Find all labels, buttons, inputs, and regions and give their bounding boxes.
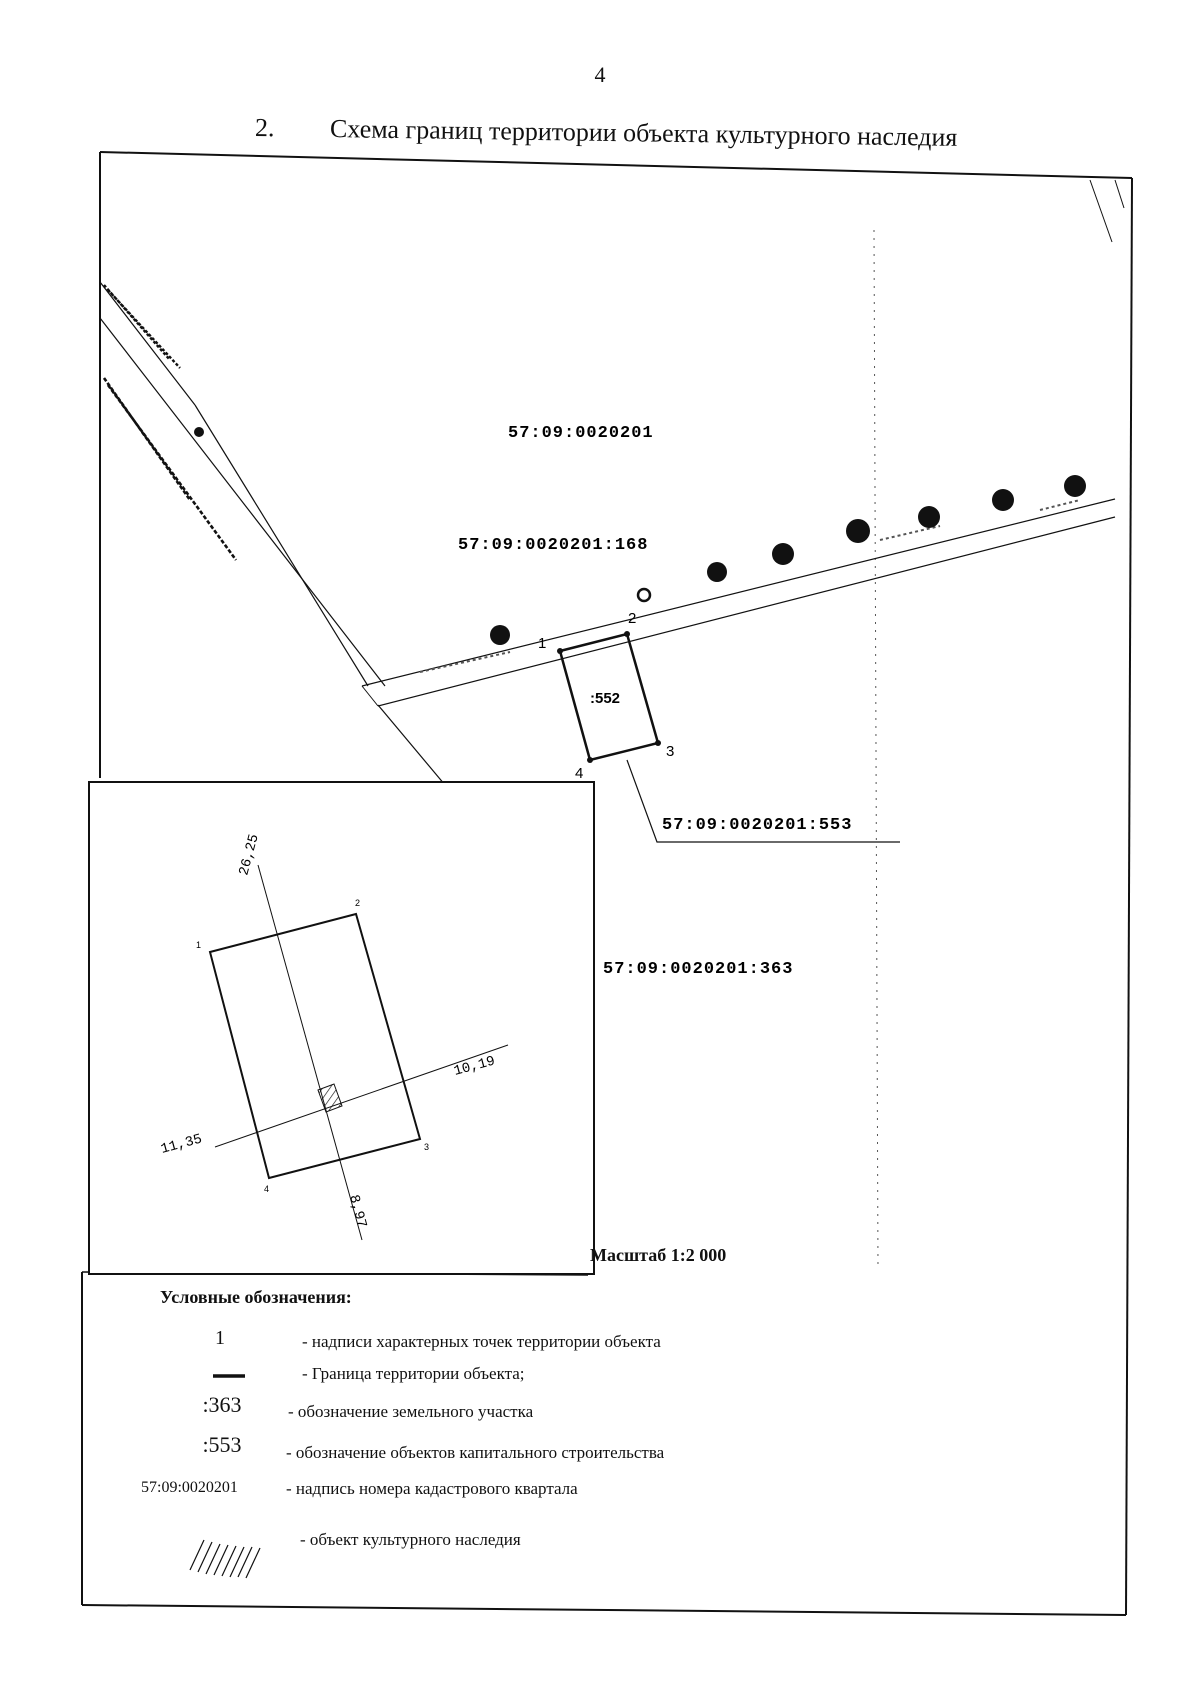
map-point-label: 2 [628, 610, 636, 627]
parcel-363-label: 57:09:0020201:363 [603, 960, 793, 979]
cadastral-quarter-label: 57:09:0020201 [508, 424, 654, 443]
map-point-label: 3 [666, 743, 674, 760]
parcel-552-label: :552 [590, 690, 620, 707]
legend-item-text: - надписи характерных точек территории о… [302, 1332, 661, 1351]
legend-item-text: - обозначение объектов капитального стро… [286, 1443, 665, 1462]
scale-label: Масштаб 1:2 000 [590, 1245, 727, 1265]
legend-item-text: - объект культурного наследия [300, 1530, 521, 1549]
dotted-boundary-line [873, 229, 879, 1271]
legend-item-text: - обозначение земельного участка [288, 1402, 534, 1421]
inset-detail: 1 2 3 4 26,25 10,19 11,35 8,97 [88, 781, 595, 1275]
parcel-168-label: 57:09:0020201:168 [458, 536, 648, 555]
page-number: 4 [594, 62, 606, 87]
legend-title: Условные обозначения: [160, 1287, 352, 1307]
legend-item-text: - Граница территории объекта; [302, 1364, 525, 1383]
map-point-label: 1 [538, 635, 546, 652]
inset-point-label: 3 [424, 1142, 429, 1152]
building-553-label: 57:09:0020201:553 [662, 816, 852, 835]
road-east [361, 498, 1116, 707]
legend-item-text: - надпись номера кадастрового квартала [286, 1479, 578, 1498]
legend-point-symbol: 1 [215, 1327, 225, 1349]
road-diagonal-left [99, 281, 446, 786]
heritage-object-hatch [317, 1083, 343, 1113]
legend-quarter-symbol: 57:09:0020201 [141, 1479, 238, 1496]
inset-point-label: 2 [355, 898, 360, 908]
inset-point-label: 4 [264, 1184, 269, 1194]
inset-territory-boundary [208, 912, 422, 1180]
inset-axis-long [257, 864, 363, 1241]
tree-icons [490, 475, 1086, 645]
inset-axis-short [214, 1044, 509, 1148]
boundary-points [557, 631, 661, 763]
road-top-right [1089, 179, 1125, 243]
legend-building-symbol: :553 [202, 1432, 242, 1457]
legend-parcel-symbol: :363 [202, 1392, 242, 1417]
inset-point-label: 1 [196, 940, 201, 950]
map-point-label: 4 [575, 765, 583, 782]
legend-hatch-symbol [189, 1539, 261, 1579]
building-leader-line [626, 759, 900, 843]
